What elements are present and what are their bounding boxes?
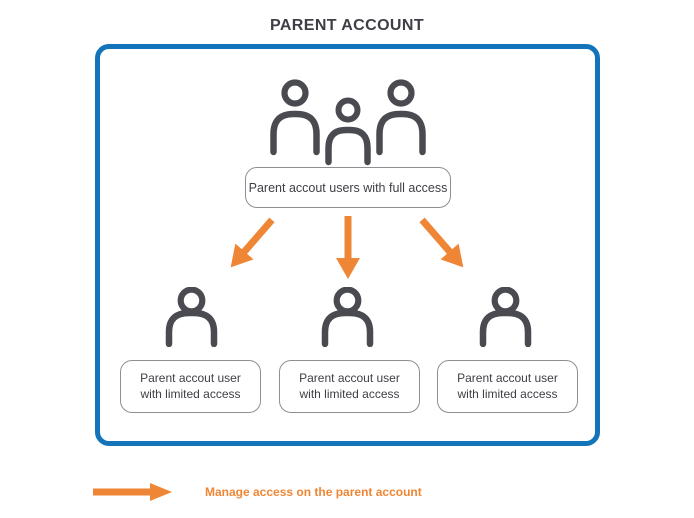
right-arrow-icon [93,483,172,501]
legend: Manage access on the parent account [93,482,422,502]
group-users-icon [270,79,426,166]
user-icon [321,287,374,347]
limited-access-label-box: Parent accout user with limited access [120,360,261,413]
arrow-down-left-icon [230,217,275,268]
user-icon [165,287,218,347]
limited-access-label-line2: with limited access [140,386,241,401]
limited-access-label-box: Parent accout user with limited access [437,360,578,413]
limited-access-label-box: Parent accout user with limited access [279,360,420,413]
limited-access-label-line1: Parent accout user [140,370,241,385]
limited-access-label-line1: Parent accout user [457,370,558,385]
limited-access-label-line1: Parent accout user [299,370,400,385]
legend-label: Manage access on the parent account [205,485,422,499]
limited-access-label-line2: with limited access [457,386,558,401]
full-access-label: Parent accout users with full access [248,180,448,195]
page-title: PARENT ACCOUNT [269,17,425,34]
limited-access-label-line2: with limited access [299,386,400,401]
arrow-down-right-icon [419,217,464,268]
arrow-down-icon [336,216,360,279]
full-access-label-box: Parent accout users with full access [245,167,451,208]
user-icon [479,287,532,347]
